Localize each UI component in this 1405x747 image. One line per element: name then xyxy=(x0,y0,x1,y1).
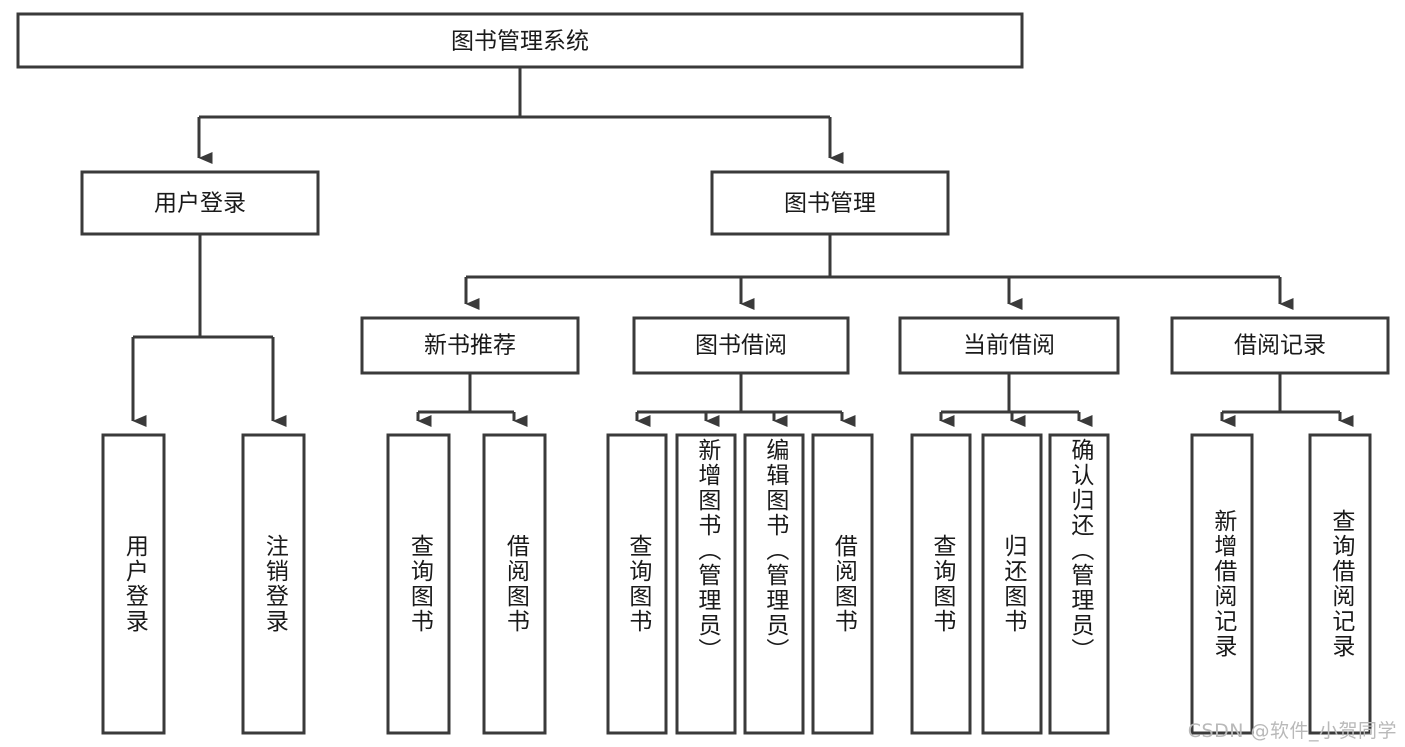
node-root-box xyxy=(16,12,1024,69)
leaf-box-user-login[interactable] xyxy=(101,433,166,735)
leaf-box-logout[interactable] xyxy=(241,433,306,735)
connector-borrow-to-leaves xyxy=(635,373,856,427)
node-book-borrow-label: 图书借阅 xyxy=(695,333,787,359)
watermark-text: CSDN @软件_小贺同学 xyxy=(1187,720,1397,742)
leaf-box-edit-book-admin[interactable] xyxy=(743,433,805,735)
leaf-box-query-book-borrow[interactable] xyxy=(606,433,668,735)
node-borrow-record-label: 借阅记录 xyxy=(1234,333,1326,359)
leaf-boxes xyxy=(101,433,1372,735)
connector-record-to-leaves xyxy=(1220,373,1354,427)
node-current-borrow[interactable]: 当前借阅 xyxy=(898,316,1120,375)
leaf-box-query-book-recommend[interactable] xyxy=(386,433,451,735)
node-user-login[interactable]: 用户登录 xyxy=(80,170,320,236)
connector-current-to-leaves xyxy=(939,373,1093,427)
leaf-box-confirm-return-admin[interactable] xyxy=(1048,433,1110,735)
node-book-management-label: 图书管理 xyxy=(784,191,876,217)
leaf-box-query-book-current[interactable] xyxy=(910,433,972,735)
node-new-book-recommend-box xyxy=(360,316,580,375)
node-book-borrow-box xyxy=(632,316,850,375)
node-user-login-label: 用户登录 xyxy=(154,191,246,217)
connector-login-to-leaves xyxy=(131,234,287,427)
node-current-borrow-box xyxy=(898,316,1120,375)
node-current-borrow-label: 当前借阅 xyxy=(963,333,1055,359)
node-root-label: 图书管理系统 xyxy=(451,29,589,55)
leaf-box-add-borrow-record[interactable] xyxy=(1190,433,1254,735)
node-borrow-record[interactable]: 借阅记录 xyxy=(1170,316,1390,375)
leaf-box-query-borrow-record[interactable] xyxy=(1308,433,1372,735)
connector-books-to-level3 xyxy=(464,234,1294,310)
connector-root-to-level2 xyxy=(197,67,844,164)
leaf-box-borrow-book[interactable] xyxy=(811,433,874,735)
leaf-box-add-book-admin[interactable] xyxy=(675,433,737,735)
node-borrow-record-box xyxy=(1170,316,1390,375)
leaf-box-borrow-book-recommend[interactable] xyxy=(482,433,547,735)
leaf-box-return-book[interactable] xyxy=(981,433,1043,735)
node-new-book-recommend-label: 新书推荐 xyxy=(424,333,516,359)
node-book-borrow[interactable]: 图书借阅 xyxy=(632,316,850,375)
connector-recommend-to-leaves xyxy=(416,373,528,427)
node-new-book-recommend[interactable]: 新书推荐 xyxy=(360,316,580,375)
node-root[interactable]: 图书管理系统 xyxy=(16,12,1024,69)
node-book-management[interactable]: 图书管理 xyxy=(710,170,950,236)
node-book-management-box xyxy=(710,170,950,236)
